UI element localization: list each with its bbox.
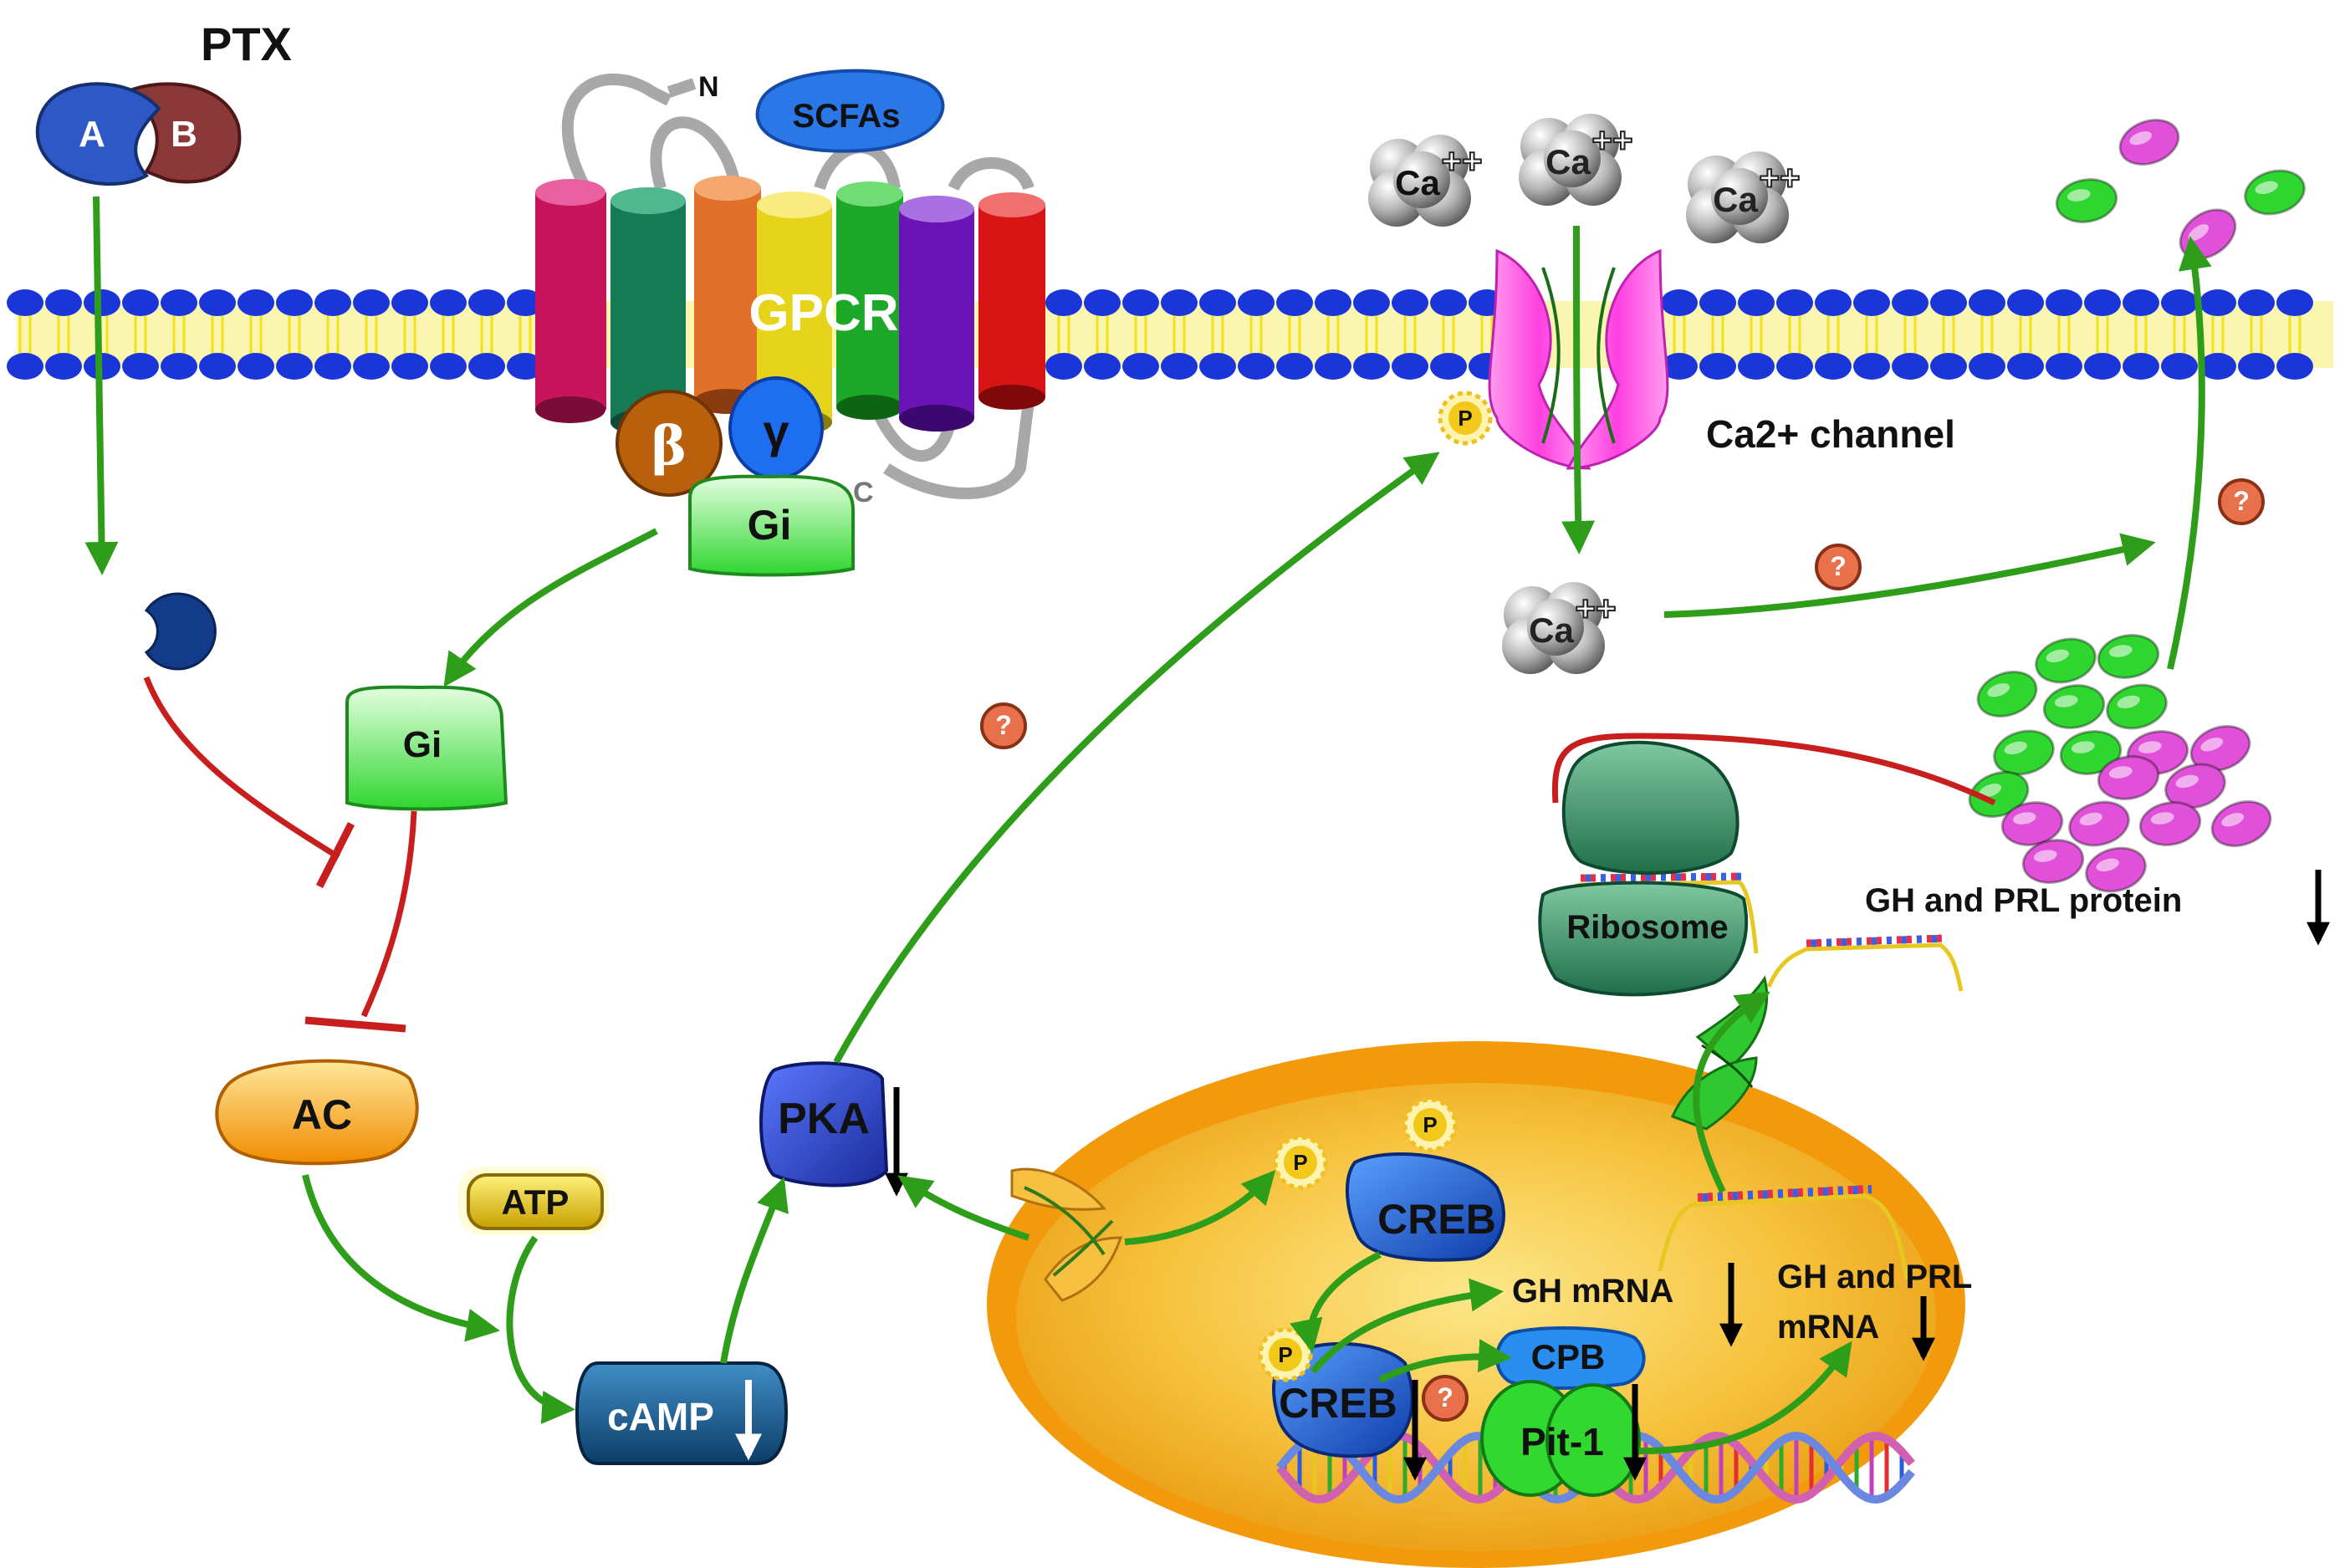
mrna-nuclear bbox=[1658, 1185, 1909, 1280]
cpb-protein: CPB bbox=[1495, 1326, 1646, 1390]
arrow-creb-upper-to-lower bbox=[1290, 1251, 1382, 1353]
gh-mrna: GH mRNA bbox=[1512, 1263, 1743, 1347]
inhibit-a-to-gi bbox=[143, 676, 340, 860]
gh-prl-proteins bbox=[1968, 118, 2306, 893]
creb-upper-label: CREB bbox=[1377, 1196, 1496, 1243]
pathway-arrows bbox=[84, 196, 2212, 1454]
ac-label: AC bbox=[292, 1091, 352, 1138]
creb-lower-phospho-icon bbox=[1260, 1330, 1310, 1380]
gi-free-label: Gi bbox=[403, 724, 442, 765]
atp-label: ATP bbox=[502, 1182, 570, 1222]
inhibit-gi-bar bbox=[304, 1016, 406, 1033]
inhibit-gi-to-ac bbox=[360, 810, 417, 1018]
arrow-protein-secretion bbox=[2167, 236, 2212, 670]
arrow-calcium-to-secretion bbox=[1663, 533, 2156, 618]
creb-lower-label: CREB bbox=[1279, 1380, 1397, 1427]
calcium-ion-1-label: Ca bbox=[1395, 163, 1440, 202]
calcium-ion-4-label: Ca bbox=[1529, 610, 1574, 650]
creb-upper-phospho-1-icon bbox=[1275, 1137, 1326, 1187]
arrow-atp-to-camp bbox=[506, 1235, 575, 1424]
pit1-protein: Pit-1 bbox=[1480, 1380, 1647, 1497]
calcium-ion-3: Ca ++ bbox=[1686, 151, 1801, 243]
ptx-a-subunit-free: A bbox=[101, 592, 217, 671]
ptx-toxin: PTX B A bbox=[35, 18, 292, 186]
calcium-ion-1-charge: ++ bbox=[1441, 141, 1482, 181]
gpcr-helix-6 bbox=[899, 196, 974, 432]
camp-molecule: cAMP bbox=[575, 1361, 789, 1465]
arrow-pka-nucleus bbox=[897, 1175, 1030, 1241]
inhibit-a-bar bbox=[315, 821, 355, 889]
calcium-ion-2: Ca ++ bbox=[1519, 114, 1634, 206]
cell-membrane bbox=[7, 289, 2333, 380]
gi-membrane-label: Gi bbox=[748, 502, 792, 549]
arrow-camp-to-pka bbox=[720, 1177, 789, 1364]
ptx-a-small-label: A bbox=[101, 616, 125, 653]
gh-prl-mrna-label-line2: mRNA bbox=[1777, 1309, 1879, 1346]
gpcr-helix-7 bbox=[978, 192, 1045, 410]
calcium-channel-label: Ca2+ channel bbox=[1706, 412, 1955, 456]
arrow-creb-to-gh-mrna bbox=[1310, 1278, 1504, 1374]
adenylyl-cyclase: AC bbox=[215, 1059, 419, 1166]
cpb-label: CPB bbox=[1531, 1337, 1606, 1376]
ribosome: Ribosome bbox=[1538, 740, 1748, 997]
gamma-subunit-label: γ bbox=[763, 405, 789, 457]
arrow-creb-to-cpb bbox=[1378, 1339, 1512, 1383]
gh-prl-mrna-label-line1: GH and PRL bbox=[1777, 1259, 1972, 1295]
scfas-ligand: SCFAs bbox=[755, 69, 945, 153]
inhibition-lines bbox=[143, 676, 1996, 1033]
pka-label: PKA bbox=[778, 1095, 870, 1143]
gpcr-helix-1 bbox=[535, 179, 606, 423]
ptx-label: PTX bbox=[201, 18, 292, 70]
arrow-pit1-to-mrna bbox=[1638, 1341, 1852, 1454]
gi-protein: Gi bbox=[345, 685, 508, 811]
n-terminus-label: N bbox=[698, 71, 719, 103]
calcium-ion-1: Ca ++ bbox=[1368, 135, 1484, 227]
ptx-subunit-a-label: A bbox=[79, 114, 105, 155]
pka-kinase: PKA bbox=[759, 1061, 908, 1197]
inhibit-protein-to-ribosome bbox=[1551, 733, 1996, 806]
creb-question-icon bbox=[1422, 1375, 1469, 1422]
arrow-pka-to-channel bbox=[833, 452, 1440, 1064]
ribosome-label: Ribosome bbox=[1566, 909, 1728, 946]
gh-mrna-label: GH mRNA bbox=[1512, 1273, 1673, 1310]
calcium-ion-4-charge: ++ bbox=[1575, 589, 1616, 628]
atp-molecule: ATP bbox=[458, 1167, 609, 1235]
beta-subunit-label: β bbox=[651, 415, 687, 478]
calcium-ion-2-label: Ca bbox=[1545, 142, 1591, 181]
creb-upper: CREB bbox=[1345, 1152, 1506, 1262]
scfas-label: SCFAs bbox=[793, 98, 901, 135]
calcium-ion-3-charge: ++ bbox=[1759, 158, 1800, 197]
gh-prl-mrna: GH and PRL mRNA bbox=[1777, 1259, 1972, 1361]
gh-prl-protein-label: GH and PRL protein bbox=[1865, 882, 2182, 919]
arrow-mrna-export bbox=[1693, 991, 1770, 1193]
gh-prl-protein-caption: GH and PRL protein bbox=[1865, 870, 2330, 946]
arrow-ac-to-camp bbox=[302, 1174, 500, 1342]
gpcr-label: GPCR bbox=[748, 284, 898, 342]
arrow-pore-to-creb bbox=[1124, 1170, 1276, 1245]
calcium-ion-4: Ca ++ bbox=[1502, 582, 1617, 674]
ptx-subunit-b-label: B bbox=[171, 114, 197, 155]
c-terminus-label: C bbox=[853, 477, 874, 508]
question-calcium-secretion-icon bbox=[1815, 544, 1862, 590]
gpcr-helix-5 bbox=[836, 181, 903, 420]
arrow-ptx-to-a bbox=[84, 196, 119, 575]
pit1-label: Pit-1 bbox=[1520, 1420, 1604, 1463]
creb-lower: CREB bbox=[1272, 1341, 1427, 1481]
calcium-channel: Ca2+ channel bbox=[1488, 248, 1955, 470]
camp-label: cAMP bbox=[607, 1395, 714, 1438]
nuclear-pore-left-icon bbox=[1010, 1167, 1123, 1302]
gpcr-helix-2 bbox=[610, 187, 686, 436]
arrow-calcium-influx bbox=[1561, 225, 1596, 554]
arrow-gi-release bbox=[443, 528, 658, 687]
channel-phospho-icon bbox=[1440, 393, 1490, 443]
g-protein-complex: β γ Gi bbox=[616, 376, 855, 577]
question-pka-channel-icon bbox=[980, 702, 1027, 749]
creb-upper-phospho-2-icon bbox=[1405, 1100, 1455, 1150]
calcium-ion-2-charge: ++ bbox=[1591, 120, 1632, 160]
question-secretion-icon bbox=[2218, 478, 2265, 525]
calcium-ion-3-label: Ca bbox=[1713, 180, 1758, 219]
mrna-cytoplasmic bbox=[1766, 934, 1964, 992]
